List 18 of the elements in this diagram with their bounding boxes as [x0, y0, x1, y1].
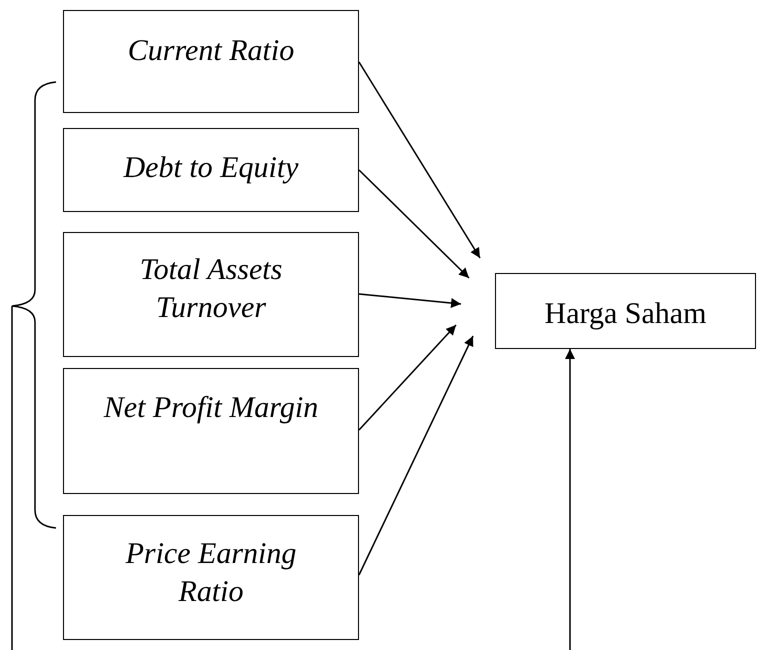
- arrow: [358, 293, 462, 308]
- variable-box: [63, 515, 359, 640]
- variable-box: [63, 232, 359, 357]
- variable-box: [63, 368, 359, 494]
- variable-label: Debt to Equity: [124, 150, 298, 186]
- arrow: [565, 349, 575, 650]
- variable-box: [63, 10, 359, 113]
- variable-label: Current Ratio: [128, 33, 294, 69]
- arrow: [358, 336, 474, 576]
- variable-label: Harga Saham: [544, 296, 706, 332]
- variable-label: Net Profit Margin: [104, 390, 318, 426]
- variable-box: [495, 273, 756, 349]
- variable-label: Total Assets Turnover: [138, 252, 284, 326]
- arrow: [358, 169, 470, 279]
- variable-label: Price Earning Ratio: [124, 536, 298, 610]
- arrow: [358, 62, 481, 258]
- arrow: [358, 324, 457, 430]
- variable-box: [63, 128, 359, 212]
